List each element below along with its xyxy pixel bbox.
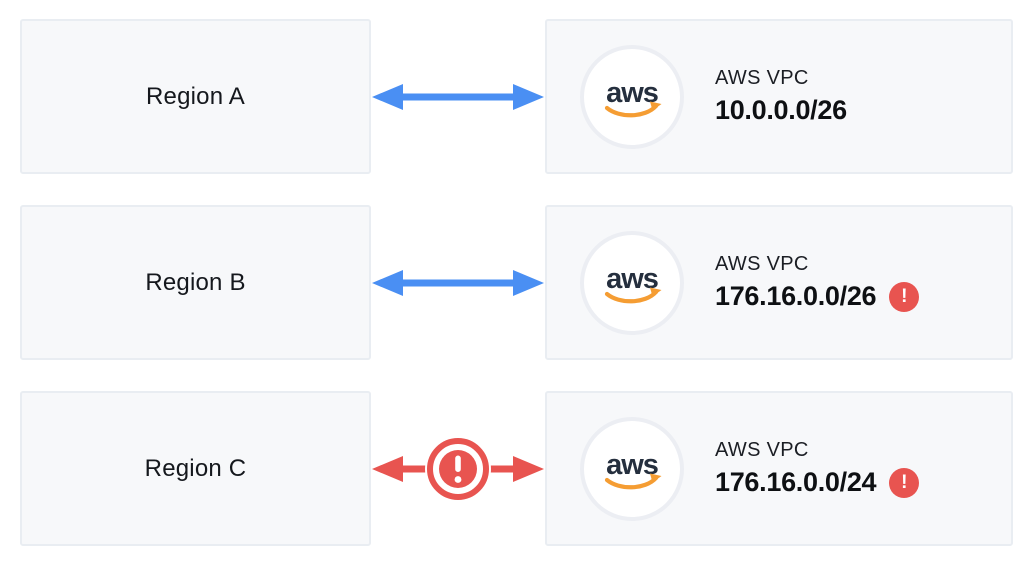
vpc-node: aws AWS VPC 176.16.0.0/24 ! <box>545 391 1013 546</box>
aws-logo-text: aws <box>606 449 658 481</box>
error-icon-ring <box>427 437 489 500</box>
region-label: Region C <box>144 454 247 482</box>
vpc-cidr-value: 176.16.0.0/24 <box>715 467 877 497</box>
vpc-cidr-value: 10.0.0.0/26 <box>715 95 847 125</box>
aws-logo: aws <box>604 449 662 489</box>
error-exclamation-dot <box>454 475 462 483</box>
aws-logo: aws <box>604 77 662 117</box>
vpc-type-label: AWS VPC <box>715 253 809 275</box>
aws-logo-icon: aws <box>580 44 684 149</box>
vpc-node: aws AWS VPC 10.0.0.0/26 ! <box>545 19 1013 174</box>
aws-smile-arrow-tip <box>650 101 662 110</box>
aws-logo-text: aws <box>606 77 658 109</box>
region-node: Region B <box>20 205 371 360</box>
peering-link <box>371 205 545 360</box>
cidr-row: 176.16.0.0/24 ! <box>715 467 920 498</box>
aws-logo-text: aws <box>606 263 658 295</box>
aws-smile-arrow-tip <box>650 287 662 296</box>
diagram-row-region-a: Region A aws AWS VPC 10.0.0.0/26 <box>0 19 1032 174</box>
peering-link-error <box>371 391 545 546</box>
region-label: Region A <box>145 82 245 110</box>
vpc-type-label: AWS VPC <box>715 439 809 461</box>
peering-link <box>371 19 545 174</box>
aws-smile-arrow-tip <box>650 473 662 482</box>
bidirectional-arrow-icon <box>372 269 544 296</box>
region-node: Region A <box>20 19 371 174</box>
region-label: Region B <box>145 268 246 296</box>
vpc-type-label: AWS VPC <box>715 67 809 89</box>
bidirectional-arrow-error-icon <box>372 435 544 502</box>
bidirectional-arrow-icon <box>372 83 544 110</box>
diagram-row-region-b: Region B aws AWS VPC 176.16.0.0/26 <box>0 205 1032 360</box>
region-node: Region C <box>20 391 371 546</box>
error-exclamation-bar <box>455 455 461 472</box>
diagram-row-region-c: Region C aws AW <box>0 391 1032 546</box>
aws-logo: aws <box>604 263 662 303</box>
vpc-cidr-value: 176.16.0.0/26 <box>715 281 877 311</box>
cidr-row: 176.16.0.0/26 ! <box>715 281 920 312</box>
vpc-text-block: AWS VPC 176.16.0.0/26 ! <box>715 253 920 312</box>
aws-logo-icon: aws <box>580 230 684 335</box>
cidr-row: 10.0.0.0/26 ! <box>715 95 890 126</box>
warning-icon: ! <box>889 281 920 312</box>
vpc-text-block: AWS VPC 10.0.0.0/26 ! <box>715 67 890 126</box>
warning-icon: ! <box>889 467 920 498</box>
aws-logo-icon: aws <box>580 416 684 521</box>
vpc-node: aws AWS VPC 176.16.0.0/26 ! <box>545 205 1013 360</box>
vpc-text-block: AWS VPC 176.16.0.0/24 ! <box>715 439 920 498</box>
